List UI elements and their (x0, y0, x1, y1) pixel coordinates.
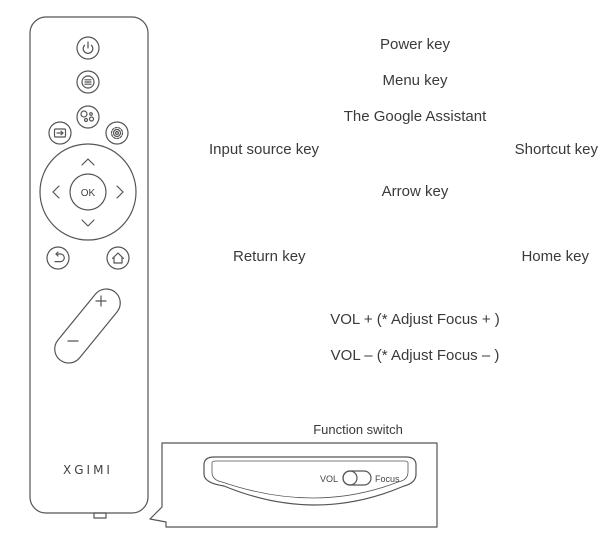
function-switch-housing-inner (211, 460, 409, 499)
shortcut-button[interactable] (105, 121, 129, 145)
arrow-pad[interactable] (39, 143, 137, 241)
function-switch-frame (149, 442, 438, 528)
home-icon (111, 252, 125, 264)
brand-logo: XGIMI (63, 463, 113, 477)
return-icon (54, 251, 65, 263)
power-icon (82, 41, 94, 54)
google-assistant-button[interactable] (76, 105, 100, 129)
input-source-key-label: Input source key (209, 141, 320, 158)
power-key-label: Power key (379, 36, 451, 53)
vol-plus-label: VOL + (* Adjust Focus + ) (330, 311, 500, 328)
home-key-label: Home key (521, 248, 589, 265)
function-switch-label: Function switch (313, 422, 403, 437)
return-key-label: Return key (233, 248, 306, 265)
arrow-key-label: Arrow key (381, 183, 449, 200)
menu-key-label: Menu key (382, 72, 448, 89)
return-button[interactable] (46, 246, 70, 270)
ok-label: OK (81, 188, 96, 199)
vol-minus-label: VOL – (* Adjust Focus – ) (330, 347, 500, 364)
arrow-down-icon (81, 219, 95, 227)
input-source-button[interactable] (48, 121, 72, 145)
switch-vol-label: VOL (320, 474, 338, 484)
remote-body (29, 16, 149, 514)
menu-button[interactable] (76, 70, 100, 94)
input-source-icon (53, 128, 67, 138)
arrow-left-icon (52, 185, 60, 199)
ok-button[interactable] (69, 173, 107, 211)
arrow-up-icon (81, 158, 95, 166)
power-button[interactable] (76, 36, 100, 60)
google-assistant-label: The Google Assistant (343, 108, 487, 125)
function-switch-housing (203, 456, 417, 506)
switch-focus-label: Focus (375, 474, 400, 484)
google-assistant-icon (80, 110, 95, 123)
shortcut-key-label: Shortcut key (514, 141, 598, 158)
settings-gear-icon (110, 126, 124, 140)
arrow-right-icon (116, 185, 124, 199)
volume-rocker[interactable] (54, 288, 121, 364)
home-button[interactable] (106, 246, 130, 270)
remote-bottom-tab (93, 512, 107, 519)
function-switch-knob (342, 470, 358, 486)
menu-icon (81, 75, 95, 89)
